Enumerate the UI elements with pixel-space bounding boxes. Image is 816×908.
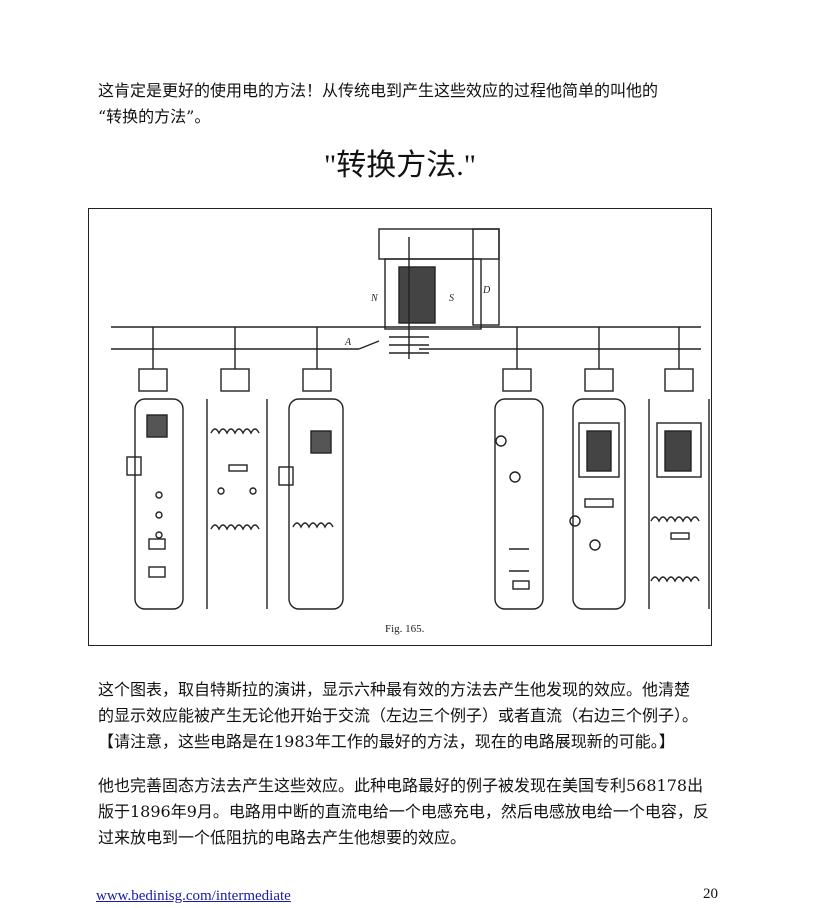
circuit-diagram: N S D A — [111, 228, 710, 610]
description-line-3: 【请注意，这些电路是在1983年工作的最好的方法，现在的电路展现新的可能。】 — [98, 732, 675, 751]
section-heading: "转换方法." — [324, 149, 476, 182]
circuit-diagram-figure: N S D A — [88, 208, 712, 646]
intro-paragraph: 这肯定是更好的使用电的方法！从传统电到产生这些效应的过程他简单的叫他的 “转换的… — [98, 78, 778, 130]
intro-line-1: 这肯定是更好的使用电的方法！从传统电到产生这些效应的过程他简单的叫他的 — [98, 81, 659, 100]
rotary-converter: N S D A — [344, 228, 500, 359]
solid-state-paragraph: 他也完善固态方法去产生这些效应。此种电路最好的例子被发现在美国专利568178出… — [98, 773, 798, 851]
circuit-column-5 — [569, 327, 626, 610]
page-number: 20 — [703, 886, 718, 902]
description-line-2: 的显示效应能被产生无论他开始于交流（左边三个例子）或者直流（右边三个例子）。 — [98, 706, 699, 725]
intro-line-2: “转换的方法”。 — [98, 107, 211, 126]
solid-state-line-2: 版于1896年9月。电路用中断的直流电给一个电感充电，然后电感放电给一个电容，反 — [98, 802, 709, 821]
figure-caption: Fig. 165. — [385, 623, 425, 635]
svg-text:S: S — [449, 293, 454, 304]
footer-website-link[interactable]: www.bedinisg.com/intermediate — [96, 888, 291, 904]
svg-text:D: D — [482, 285, 491, 296]
circuit-column-3 — [278, 327, 344, 610]
solid-state-line-1: 他也完善固态方法去产生这些效应。此种电路最好的例子被发现在美国专利568178出 — [98, 776, 704, 795]
circuit-column-1 — [126, 327, 184, 610]
solid-state-line-3: 过来放电到一个低阻抗的电路去产生他想要的效应。 — [98, 828, 467, 847]
description-paragraph: 这个图表，取自特斯拉的演讲，显示六种最有效的方法去产生他发现的效应。他清楚 的显… — [98, 677, 798, 755]
circuit-column-4 — [494, 327, 544, 610]
svg-text:A: A — [344, 337, 352, 348]
circuit-column-6 — [648, 327, 710, 609]
circuit-column-2 — [206, 327, 268, 609]
svg-text:N: N — [370, 293, 379, 304]
description-line-1: 这个图表，取自特斯拉的演讲，显示六种最有效的方法去产生他发现的效应。他清楚 — [98, 680, 691, 699]
